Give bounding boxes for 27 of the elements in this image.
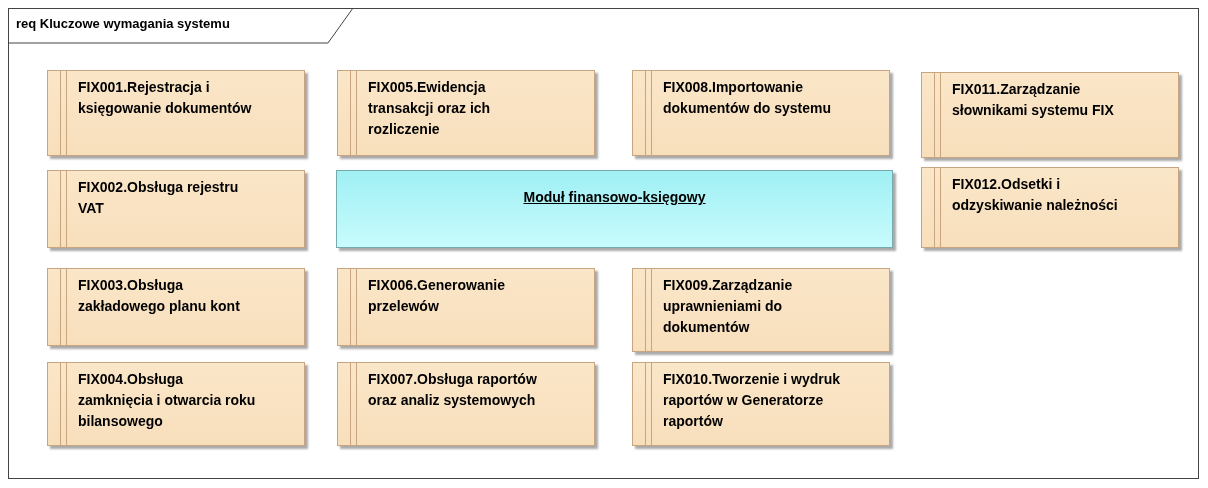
requirement-box: [632, 268, 890, 352]
requirement-name: FIX007.Obsługa raportów oraz analiz systemowych: [368, 370, 538, 410]
requirement-box: [337, 70, 595, 156]
module-name: Moduł finansowo-księgowy: [522, 189, 707, 205]
requirement-box: [47, 362, 305, 446]
requirement-box: [632, 70, 890, 156]
requirement-box: [921, 167, 1179, 248]
requirement-name: FIX005.Ewidencja transakcji oraz ich rozliczenie: [368, 78, 492, 139]
requirement-name: FIX003.Obsługa zakładowego planu kont: [78, 276, 241, 316]
requirement-box: [47, 70, 305, 156]
requirement-name: FIX012.Odsetki i odzyskiwanie należności: [952, 175, 1119, 215]
requirement-name: FIX002.Obsługa rejestru VAT: [78, 178, 240, 218]
requirement-name: FIX010.Tworzenie i wydruk raportów w Generatorze raportów: [663, 370, 841, 431]
requirement-name: FIX008.Importowanie dokumentów do systemu: [663, 78, 833, 118]
requirement-name: FIX006.Generowanie przelewów: [368, 276, 506, 316]
diagram-title: req Kluczowe wymagania systemu: [16, 16, 230, 31]
module-box: [336, 170, 893, 248]
requirement-box: [632, 362, 890, 446]
requirement-box: [47, 268, 305, 346]
requirement-box: [337, 362, 595, 446]
requirement-name: FIX001.Rejestracja i księgowanie dokumentów: [78, 78, 253, 118]
requirement-box: [921, 72, 1179, 158]
requirement-name: FIX009.Zarządzanie uprawnieniami do dokumentów: [663, 276, 794, 337]
requirement-name: FIX004.Obsługa zamknięcia i otwarcia roku bilansowego: [78, 370, 256, 431]
requirement-box: [337, 268, 595, 346]
requirement-name: FIX011.Zarządzanie słownikami systemu FIX: [952, 80, 1115, 120]
requirement-box: [47, 170, 305, 248]
